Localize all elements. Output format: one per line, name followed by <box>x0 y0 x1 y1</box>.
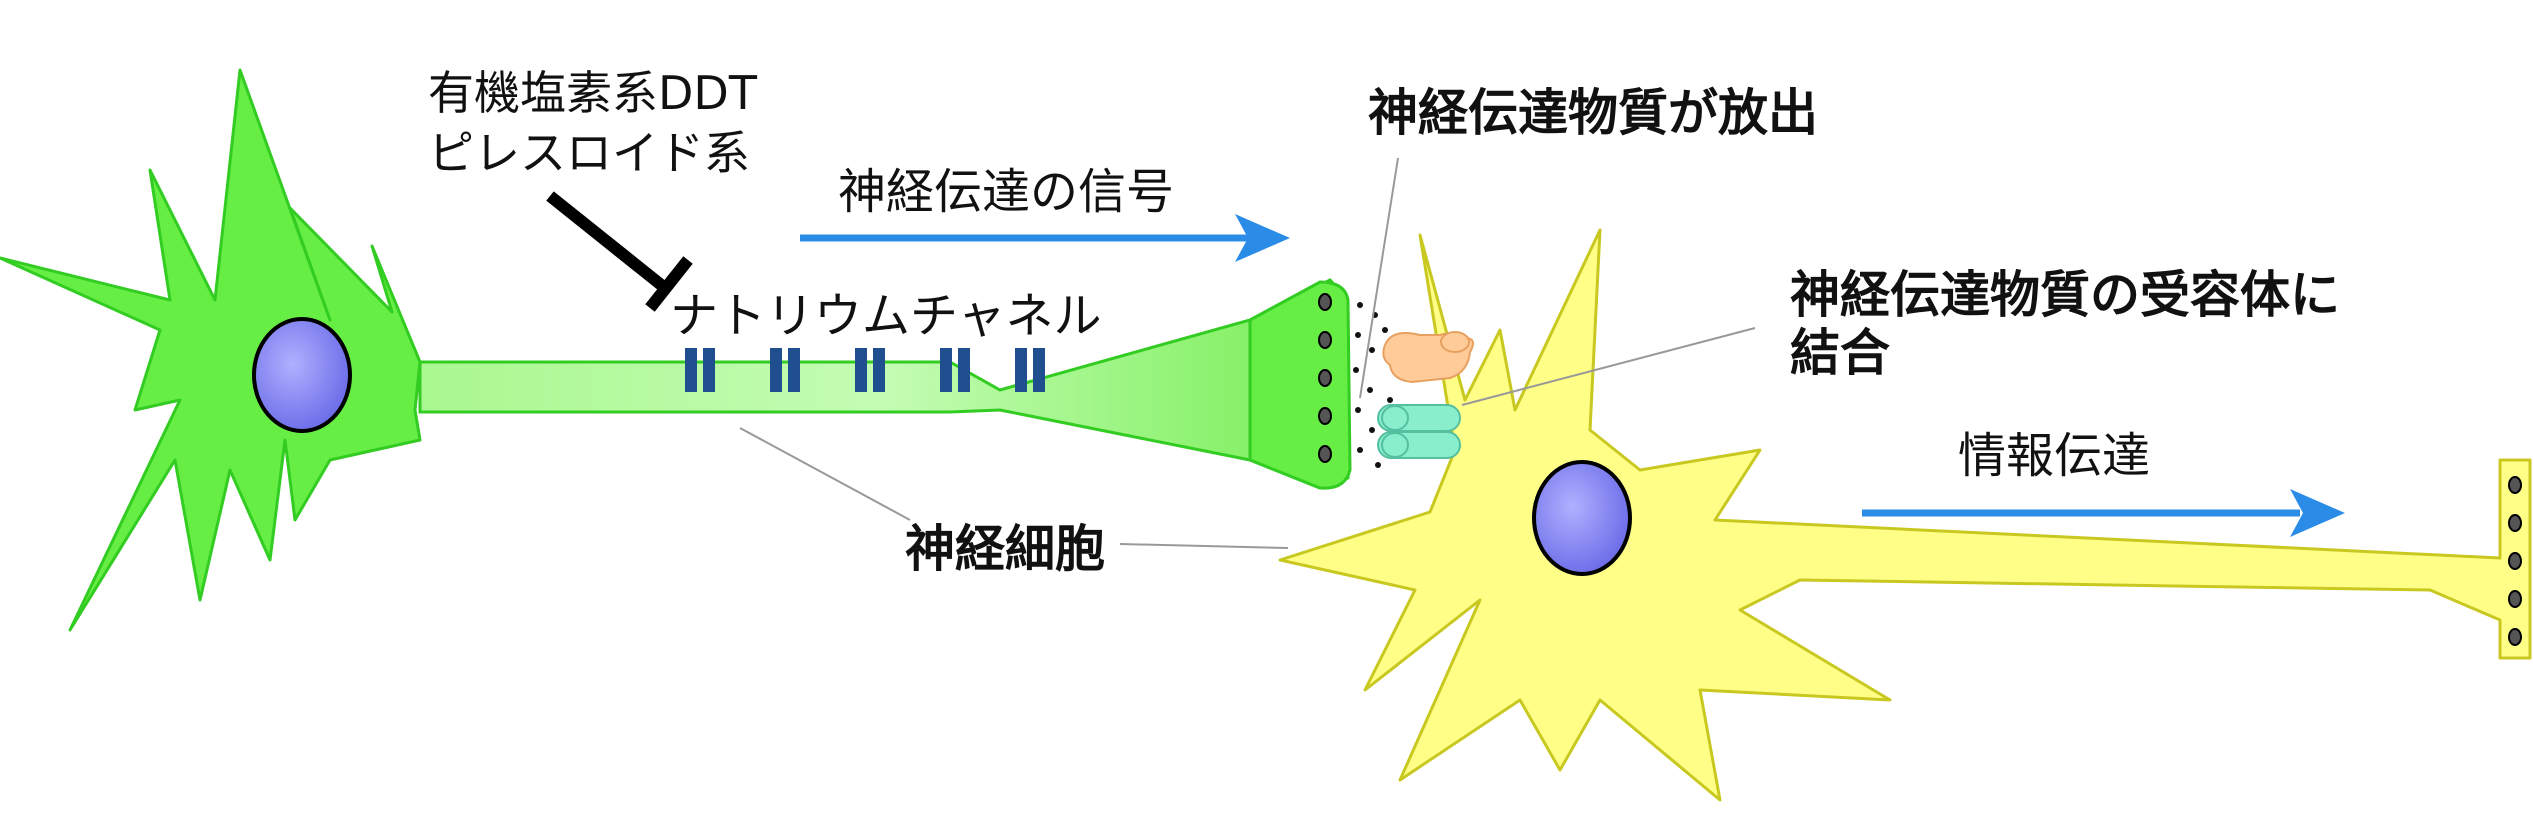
release-label: 神経伝達物質が放出 <box>1368 84 1818 142</box>
sodium-channel-icon <box>788 348 800 392</box>
vesicles <box>1318 293 1332 463</box>
nucleus <box>252 317 352 433</box>
sodium-channels <box>685 348 1045 392</box>
nucleus <box>1532 460 1632 576</box>
leader-line-neuron-right <box>1119 543 1289 549</box>
signal-label: 神経伝達の信号 <box>838 164 1175 220</box>
presynaptic-terminal <box>1248 280 1352 490</box>
sodium-channel-icon <box>855 348 867 392</box>
sodium-channel-icon <box>958 348 970 392</box>
inhibitor-label-line2: ピレスロイド系 <box>428 126 750 180</box>
leader-line-receptor <box>1461 327 1756 406</box>
vesicles <box>2508 476 2522 646</box>
sodium-channel-icon <box>1015 348 1027 392</box>
receptor-label-line1: 神経伝達物質の受容体に <box>1790 266 2340 324</box>
postsynaptic-cell <box>1278 228 2532 802</box>
leader-line-release <box>1359 157 1399 399</box>
presynaptic-cell-body <box>0 68 422 632</box>
neurotransmitter-dots <box>1353 302 1393 468</box>
sodium-channel-icon <box>1033 348 1045 392</box>
presynaptic-neuron <box>0 68 1352 632</box>
neuron-label: 神経細胞 <box>905 520 1105 578</box>
sodium-channel-icon <box>940 348 952 392</box>
receptor-icon <box>1377 404 1461 459</box>
sodium-channel-icon <box>703 348 715 392</box>
sodium-channel-icon <box>873 348 885 392</box>
sodium-channel-label: ナトリウムチャネル <box>670 288 1102 344</box>
leader-line-neuron-left <box>739 427 911 521</box>
leader-lines <box>739 157 1756 549</box>
info-label: 情報伝達 <box>1958 428 2151 484</box>
postsynaptic-neuron <box>1278 228 2532 802</box>
inhibition-t-bar-icon <box>546 191 693 312</box>
sodium-channel-icon <box>685 348 697 392</box>
neurotransmitter-molecule-icon <box>1440 331 1470 353</box>
inhibitor-label-line1: 有機塩素系DDT <box>428 66 757 120</box>
sodium-channel-icon <box>770 348 782 392</box>
signal-arrow-icon <box>800 214 1290 262</box>
info-arrow-icon <box>1862 489 2345 537</box>
receptor-label-line2: 結合 <box>1790 324 1890 382</box>
